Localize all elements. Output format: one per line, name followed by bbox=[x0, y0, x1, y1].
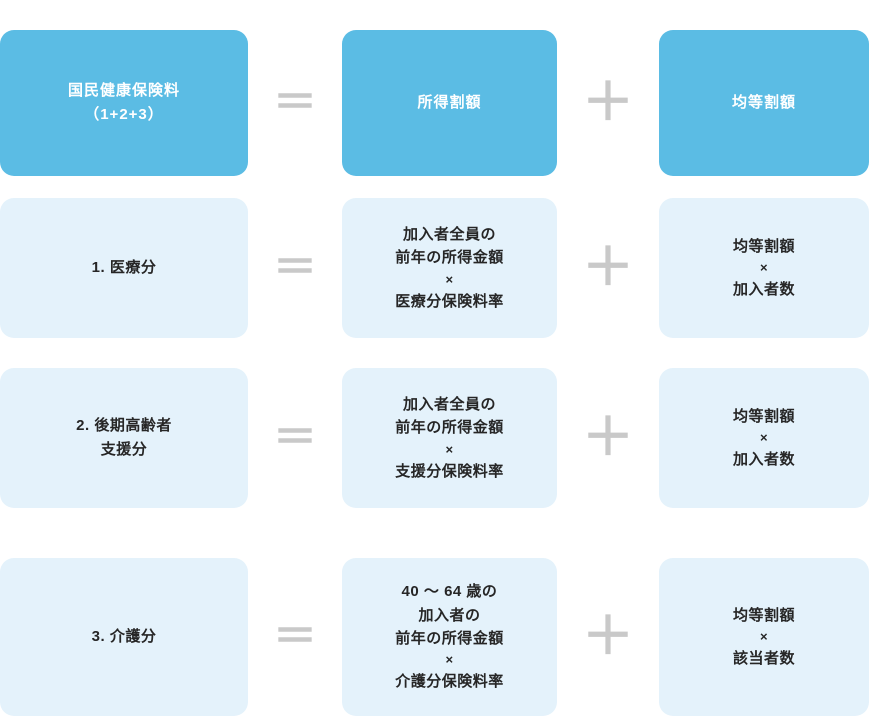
row-label-total-line2: （1+2+3） bbox=[84, 106, 164, 123]
percapita-cell-nursing: 均等割額 × 該当者数 bbox=[659, 558, 869, 716]
percapita-medical-line1: 均等割額 bbox=[733, 237, 796, 255]
income-nursing-line2: 加入者の bbox=[418, 606, 481, 624]
operator-plus-medical: ＋ bbox=[582, 239, 635, 297]
percapita-elderly-multiply: × bbox=[759, 429, 769, 445]
income-nursing-multiply: × bbox=[445, 652, 454, 668]
percapita-nursing-line1: 均等割額 bbox=[733, 606, 796, 624]
income-nursing-line1: 40 ～ 64 歳の bbox=[401, 583, 498, 601]
income-elderly-multiply: × bbox=[445, 441, 454, 457]
percapita-cell-total: 均等割額 bbox=[659, 30, 869, 176]
percapita-total-line1: 均等割額 bbox=[732, 94, 797, 111]
percapita-elderly-line1: 均等割額 bbox=[733, 407, 796, 425]
formula-row-elderly-support: 2. 後期高齢者 支援分 ＝ 加入者全員の 前年の所得金額 × 支援分保険料率 … bbox=[0, 368, 869, 508]
row-label-medical: 1. 医療分 bbox=[0, 198, 248, 338]
operator-equals-nursing: ＝ bbox=[273, 612, 317, 661]
income-cell-medical: 加入者全員の 前年の所得金額 × 医療分保険料率 bbox=[342, 198, 557, 338]
row-label-elderly-line1: 2. 後期高齢者 bbox=[76, 417, 172, 434]
row-label-medical-line1: 1. 医療分 bbox=[91, 259, 157, 276]
operator-equals-total: ＝ bbox=[273, 78, 317, 127]
operator-equals-elderly: ＝ bbox=[273, 413, 317, 462]
operator-equals-medical: ＝ bbox=[273, 243, 317, 292]
operator-plus-total: ＋ bbox=[582, 74, 635, 132]
formula-row-total: 国民健康保険料 （1+2+3） ＝ 所得割額 ＋ 均等割額 bbox=[0, 30, 869, 176]
income-total-line1: 所得割額 bbox=[417, 94, 482, 111]
income-nursing-line5: 介護分保険料率 bbox=[395, 673, 504, 691]
formula-row-nursing-care: 3. 介護分 ＝ 40 ～ 64 歳の 加入者の 前年の所得金額 × 介護分保険… bbox=[0, 558, 869, 716]
income-medical-line4: 医療分保険料率 bbox=[395, 292, 504, 310]
operator-plus-nursing: ＋ bbox=[582, 608, 635, 666]
percapita-cell-elderly: 均等割額 × 加入者数 bbox=[659, 368, 869, 508]
percapita-nursing-line3: 該当者数 bbox=[733, 650, 796, 668]
percapita-elderly-line3: 加入者数 bbox=[733, 451, 796, 469]
row-label-nursing-line1: 3. 介護分 bbox=[91, 628, 157, 645]
diagram-caption bbox=[0, 0, 869, 8]
formula-row-medical: 1. 医療分 ＝ 加入者全員の 前年の所得金額 × 医療分保険料率 ＋ 均等割額… bbox=[0, 198, 869, 338]
income-elderly-line2: 前年の所得金額 bbox=[395, 419, 504, 437]
income-medical-line2: 前年の所得金額 bbox=[395, 249, 504, 267]
row-label-total: 国民健康保険料 （1+2+3） bbox=[0, 30, 248, 176]
income-cell-nursing: 40 ～ 64 歳の 加入者の 前年の所得金額 × 介護分保険料率 bbox=[342, 558, 557, 716]
income-elderly-line1: 加入者全員の bbox=[402, 396, 496, 414]
income-medical-multiply: × bbox=[445, 271, 454, 287]
income-cell-total: 所得割額 bbox=[342, 30, 557, 176]
operator-plus-elderly: ＋ bbox=[582, 409, 635, 467]
percapita-medical-line3: 加入者数 bbox=[733, 281, 796, 299]
row-label-nursing-care: 3. 介護分 bbox=[0, 558, 248, 716]
row-label-total-line1: 国民健康保険料 bbox=[67, 82, 180, 99]
income-cell-elderly: 加入者全員の 前年の所得金額 × 支援分保険料率 bbox=[342, 368, 557, 508]
income-nursing-line3: 前年の所得金額 bbox=[395, 629, 504, 647]
income-elderly-line4: 支援分保険料率 bbox=[395, 462, 504, 480]
income-medical-line1: 加入者全員の bbox=[402, 226, 496, 244]
percapita-medical-multiply: × bbox=[759, 259, 769, 275]
row-label-elderly-line2: 支援分 bbox=[100, 441, 148, 458]
percapita-nursing-multiply: × bbox=[759, 628, 769, 644]
percapita-cell-medical: 均等割額 × 加入者数 bbox=[659, 198, 869, 338]
row-label-elderly-support: 2. 後期高齢者 支援分 bbox=[0, 368, 248, 508]
